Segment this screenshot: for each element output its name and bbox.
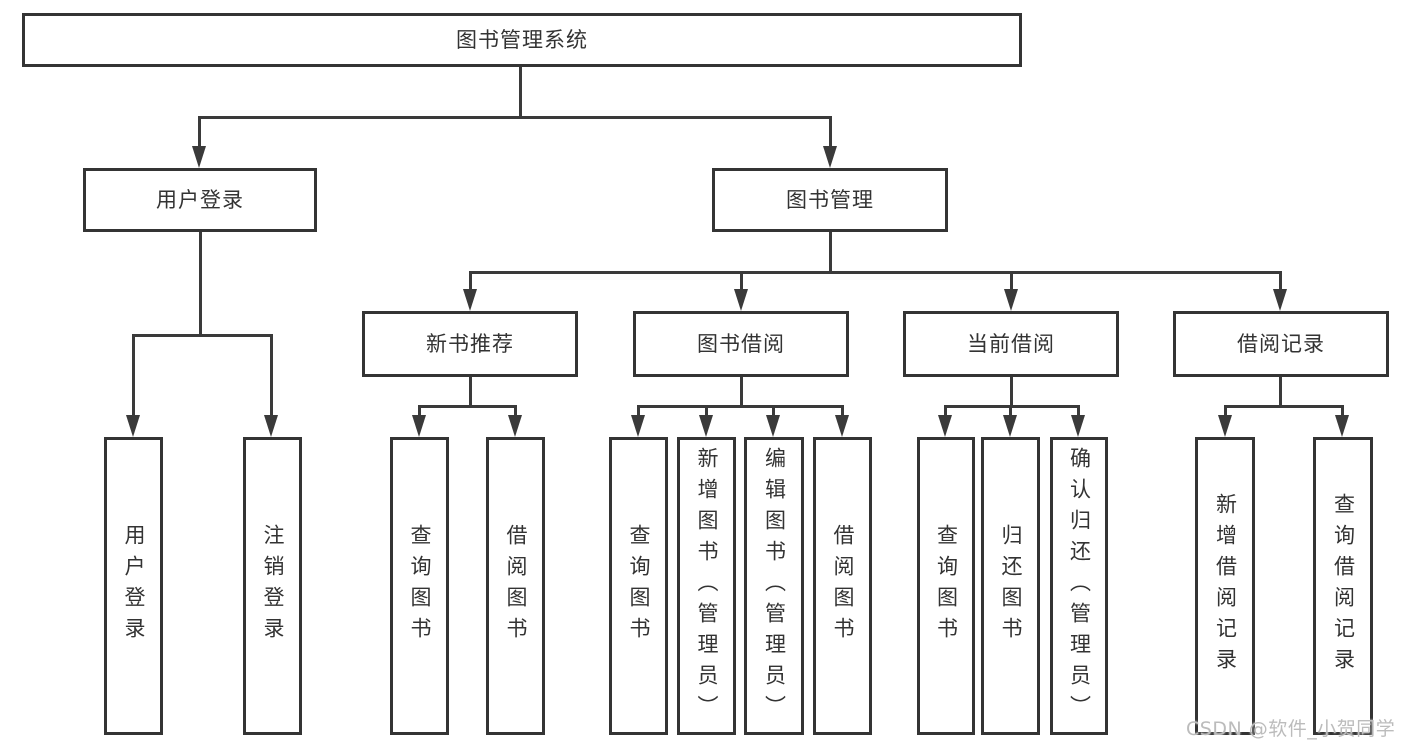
connector-line <box>772 405 775 416</box>
arrow-down-icon <box>1004 289 1018 311</box>
leaf-label: 新增借阅记录 <box>1213 493 1238 679</box>
node-book-management: 图书管理 <box>712 168 948 232</box>
leaf-label: 新增图书（管理员） <box>695 446 719 726</box>
arrow-down-icon <box>412 415 426 437</box>
connector-line <box>944 405 947 416</box>
connector-line <box>1279 377 1282 407</box>
watermark: CSDN @软件_小贺同学 <box>1186 718 1396 740</box>
node-label: 借阅记录 <box>1237 331 1325 356</box>
arrow-down-icon <box>463 289 477 311</box>
connector-line <box>418 405 517 408</box>
leaf-query-books-current: 查询图书 <box>917 437 975 735</box>
leaf-label: 查询借阅记录 <box>1331 493 1356 679</box>
connector-line <box>469 377 472 407</box>
connector-line <box>469 271 1282 274</box>
arrow-down-icon <box>734 289 748 311</box>
leaf-label: 归还图书 <box>999 524 1023 648</box>
connector-line <box>132 334 135 416</box>
leaf-label: 注销登录 <box>261 524 285 648</box>
leaf-label: 查询图书 <box>627 524 651 648</box>
connector-line <box>740 377 743 407</box>
leaf-query-books-recommend: 查询图书 <box>390 437 449 735</box>
node-book-borrowing: 图书借阅 <box>633 311 849 377</box>
leaf-label: 用户登录 <box>122 524 146 648</box>
arrow-down-icon <box>508 415 522 437</box>
connector-line <box>740 271 743 292</box>
node-label: 用户登录 <box>156 187 244 212</box>
connector-line <box>1341 405 1344 416</box>
leaf-borrow-books-recommend: 借阅图书 <box>486 437 545 735</box>
leaf-label: 查询图书 <box>408 524 432 648</box>
connector-line <box>514 405 517 416</box>
node-label: 图书管理系统 <box>456 27 588 52</box>
leaf-confirm-return-admin: 确认归还（管理员） <box>1050 437 1108 735</box>
connector-line <box>841 405 844 416</box>
leaf-edit-book-admin: 编辑图书（管理员） <box>744 437 804 735</box>
leaf-label: 编辑图书（管理员） <box>762 446 787 726</box>
node-label: 图书借阅 <box>697 331 785 356</box>
node-new-book-recommendation: 新书推荐 <box>362 311 578 377</box>
connector-line <box>944 405 1080 408</box>
connector-line <box>1224 405 1344 408</box>
connector-line <box>637 405 844 408</box>
connector-line <box>132 334 273 337</box>
leaf-label: 借阅图书 <box>504 524 528 648</box>
connector-line <box>418 405 421 416</box>
node-borrowing-records: 借阅记录 <box>1173 311 1389 377</box>
arrow-down-icon <box>938 415 952 437</box>
connector-line <box>469 271 472 292</box>
arrow-down-icon <box>699 415 713 437</box>
connector-line <box>519 67 522 117</box>
connector-line <box>1010 377 1013 407</box>
connector-line <box>829 116 832 148</box>
arrow-down-icon <box>835 415 849 437</box>
connector-line <box>198 116 201 148</box>
arrow-down-icon <box>192 146 206 168</box>
arrow-down-icon <box>1218 415 1232 437</box>
leaf-add-borrow-record: 新增借阅记录 <box>1195 437 1255 735</box>
leaf-borrow-books-borrow: 借阅图书 <box>813 437 872 735</box>
arrow-down-icon <box>631 415 645 437</box>
leaf-label: 确认归还（管理员） <box>1067 446 1092 726</box>
connector-line <box>198 116 832 119</box>
connector-line <box>270 334 273 416</box>
leaf-query-books-borrow: 查询图书 <box>609 437 668 735</box>
leaf-logout: 注销登录 <box>243 437 302 735</box>
arrow-down-icon <box>126 415 140 437</box>
leaf-user-login: 用户登录 <box>104 437 163 735</box>
node-library-management-system: 图书管理系统 <box>22 13 1022 67</box>
node-user-login: 用户登录 <box>83 168 317 232</box>
arrow-down-icon <box>1273 289 1287 311</box>
arrow-down-icon <box>1003 415 1017 437</box>
connector-line <box>1224 405 1227 416</box>
connector-line <box>705 405 708 416</box>
connector-line <box>637 405 640 416</box>
connector-line <box>1279 271 1282 292</box>
arrow-down-icon <box>1071 415 1085 437</box>
node-label: 新书推荐 <box>426 331 514 356</box>
leaf-label: 借阅图书 <box>831 524 855 648</box>
arrow-down-icon <box>1335 415 1349 437</box>
connector-line <box>829 232 832 273</box>
connector-line <box>199 232 202 336</box>
arrow-down-icon <box>766 415 780 437</box>
leaf-label: 查询图书 <box>934 524 959 648</box>
connector-line <box>1010 271 1013 292</box>
node-current-borrowing: 当前借阅 <box>903 311 1119 377</box>
arrow-down-icon <box>264 415 278 437</box>
node-label: 图书管理 <box>786 187 874 212</box>
leaf-add-book-admin: 新增图书（管理员） <box>677 437 736 735</box>
leaf-return-books: 归还图书 <box>981 437 1040 735</box>
node-label: 当前借阅 <box>967 331 1055 356</box>
connector-line <box>1009 405 1012 416</box>
arrow-down-icon <box>823 146 837 168</box>
leaf-query-borrow-record: 查询借阅记录 <box>1313 437 1373 735</box>
connector-line <box>1077 405 1080 416</box>
